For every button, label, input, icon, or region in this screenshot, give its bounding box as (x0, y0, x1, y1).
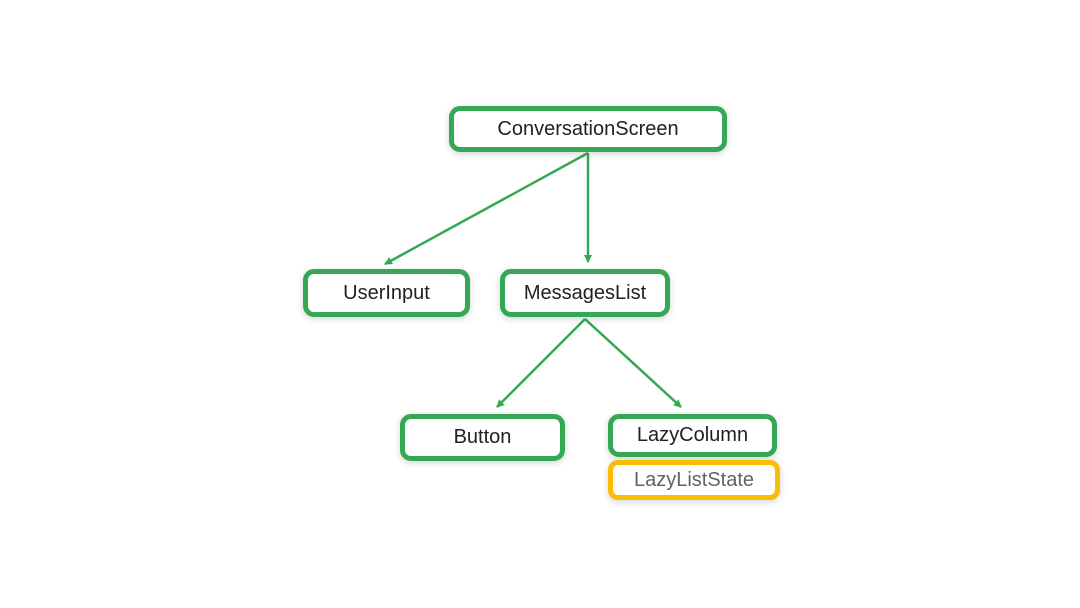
node-conversation-screen: ConversationScreen (449, 106, 727, 152)
node-button: Button (400, 414, 565, 461)
node-messages-list: MessagesList (500, 269, 670, 317)
node-lazy-column: LazyColumn (608, 414, 777, 457)
node-lazy-list-state-label: LazyListState (633, 468, 755, 491)
node-button-label: Button (453, 426, 512, 448)
node-lazy-column-label: LazyColumn (636, 424, 749, 446)
node-messages-list-label: MessagesList (523, 281, 647, 304)
edge-conversationscreen-userinput (384, 151, 589, 266)
edge-messageslist-lazycolumn (584, 318, 682, 408)
node-conversation-screen-label: ConversationScreen (497, 117, 679, 140)
node-user-input-label: UserInput (343, 281, 430, 304)
node-user-input: UserInput (303, 269, 470, 317)
node-lazy-list-state: LazyListState (608, 460, 780, 500)
edge-messageslist-button (496, 318, 586, 408)
